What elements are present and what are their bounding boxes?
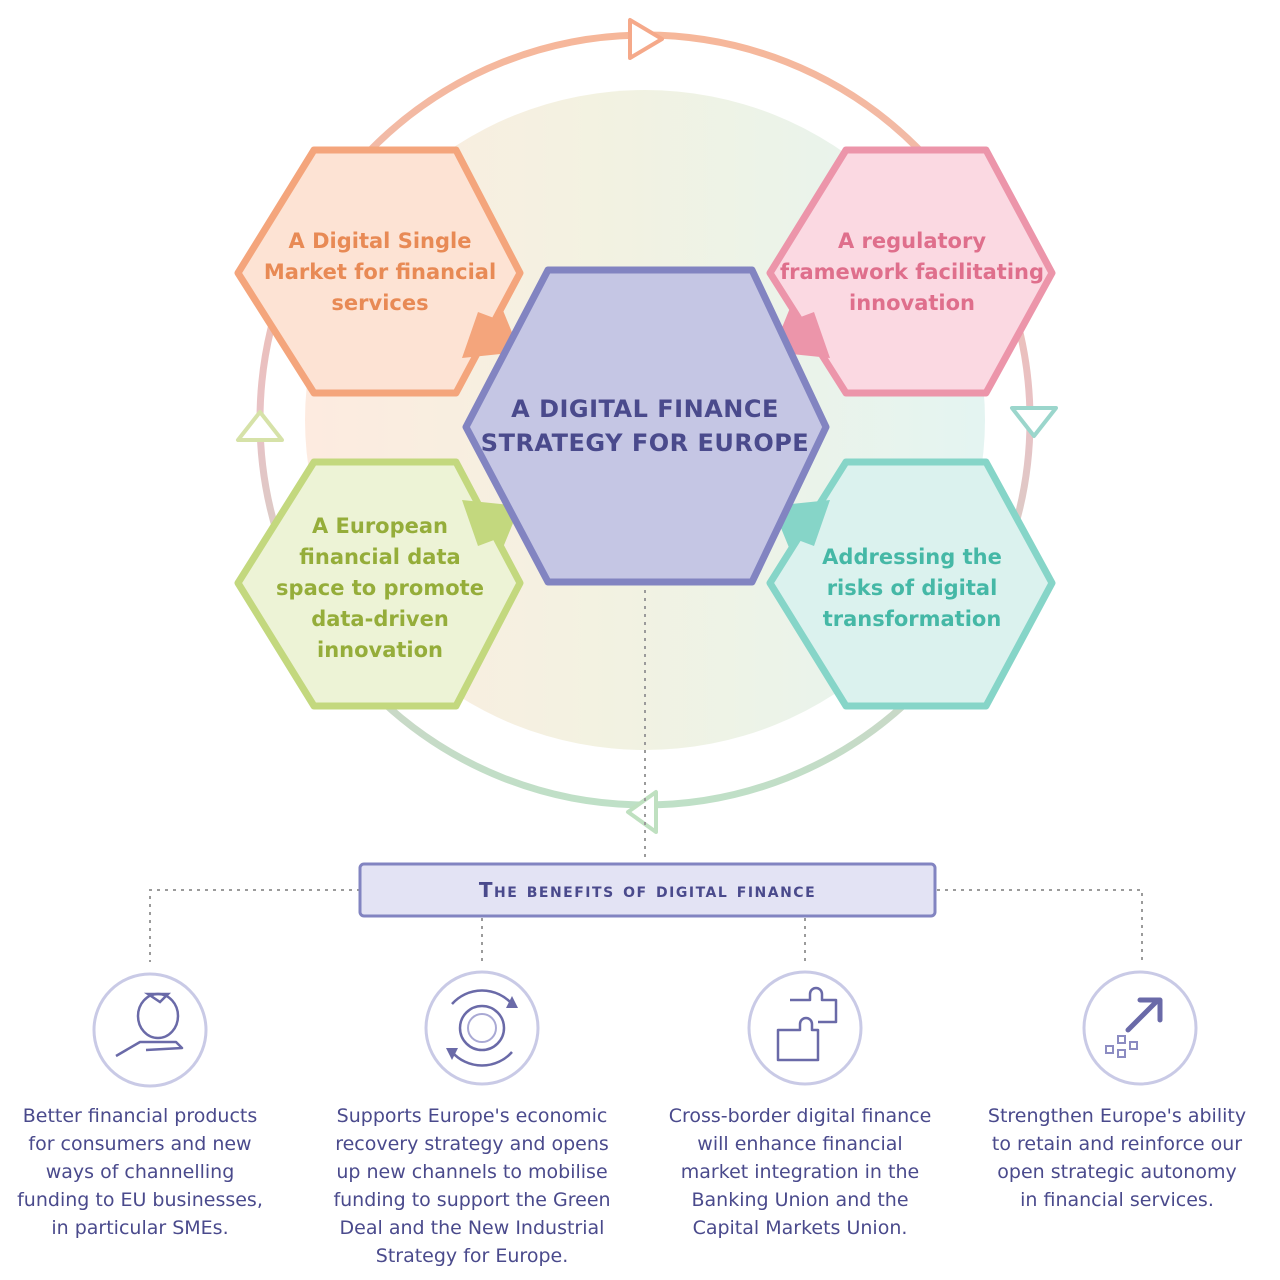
benefit-line: Capital Markets Union. — [692, 1217, 908, 1239]
center-title-line: A DIGITAL FINANCE — [511, 395, 779, 423]
pillar-label-line: innovation — [317, 638, 443, 662]
benefit-text-recovery: Supports Europe's economic recovery stra… — [317, 1102, 627, 1270]
pillar-label-line: A regulatory — [837, 229, 987, 253]
pillar-hex-regulatory-framework — [766, 146, 1056, 397]
pillar-label-line: financial data — [299, 545, 461, 569]
ring-arrow-bottom — [626, 790, 658, 834]
pillar-label-line: data-driven — [311, 607, 449, 631]
benefit-line: funding to EU businesses, — [17, 1189, 263, 1211]
pillar-label-line: risks of digital — [826, 576, 998, 600]
benefit-line: Strengthen Europe's ability — [987, 1105, 1247, 1127]
benefit-line: recovery strategy and opens — [335, 1133, 609, 1155]
benefits-title-box — [358, 862, 937, 918]
pillar-label-line: framework facilitating — [779, 260, 1045, 284]
benefit-text-consumers: Better financial products for consumers … — [0, 1102, 295, 1242]
puzzle-pieces-icon — [747, 970, 863, 1086]
pillar-label-line: space to promote — [276, 576, 484, 600]
benefit-line: funding to support the Green — [333, 1189, 611, 1211]
money-bag-hand-icon — [92, 972, 208, 1088]
benefit-line: Better financial products — [22, 1105, 258, 1127]
pillar-label-regulatory-framework: A regulatory framework facilitating inno… — [772, 226, 1052, 319]
pillar-label-line: Market for financial — [263, 260, 497, 284]
pillar-label-line: A Digital Single — [288, 229, 472, 253]
benefit-line: to retain and reinforce our — [991, 1133, 1243, 1155]
benefit-line: in financial services. — [1020, 1189, 1214, 1211]
pillar-hex-european-data-space — [234, 458, 524, 710]
benefit-line: ways of channelling — [45, 1161, 235, 1183]
center-title-line: STRATEGY FOR EUROPE — [480, 429, 810, 457]
pillar-label-european-data-space: A European financial data space to promo… — [250, 511, 510, 666]
pillar-label-line: transformation — [822, 607, 1002, 631]
pillar-label-line: innovation — [849, 291, 975, 315]
benefit-line: up new channels to mobilise — [336, 1161, 608, 1183]
growth-arrow-icon — [1082, 970, 1198, 1086]
ring-arrow-top — [628, 18, 664, 60]
center-title: A DIGITAL FINANCE STRATEGY FOR EUROPE — [470, 392, 820, 460]
benefit-line: market integration in the — [680, 1161, 920, 1183]
benefit-text-integration: Cross-border digital finance will enhanc… — [645, 1102, 955, 1242]
benefit-connector-right — [937, 889, 1143, 962]
pillar-label-line: services — [331, 291, 429, 315]
benefit-connector-left — [149, 889, 360, 962]
benefit-line: Cross-border digital finance — [668, 1105, 932, 1127]
benefit-line: open strategic autonomy — [997, 1161, 1237, 1183]
center-hex — [462, 266, 830, 586]
pillar-label-line: A European — [311, 514, 449, 538]
pillar-label-digital-risks: Addressing the risks of digital transfor… — [782, 542, 1042, 635]
benefit-line: Supports Europe's economic — [336, 1105, 608, 1127]
pillar-hex-digital-single-market — [234, 146, 524, 397]
pillar-hex-digital-risks — [766, 458, 1056, 710]
benefit-line: for consumers and new — [28, 1133, 252, 1155]
benefit-line: Strategy for Europe. — [375, 1245, 569, 1267]
benefits-title: The benefits of digital finance — [478, 878, 817, 902]
ring-arrow-right — [1010, 406, 1058, 438]
benefit-line: Deal and the New Industrial — [339, 1217, 605, 1239]
pillar-label-digital-single-market: A Digital Single Market for financial se… — [250, 226, 510, 319]
benefit-line: will enhance financial — [697, 1133, 903, 1155]
ring-arrow-left — [236, 410, 284, 442]
benefit-line: Banking Union and the — [691, 1189, 909, 1211]
recovery-cycle-icon — [424, 970, 540, 1086]
benefit-line: in particular SMEs. — [51, 1217, 229, 1239]
pillar-label-line: Addressing the — [822, 545, 1002, 569]
benefit-text-autonomy: Strengthen Europe's ability to retain an… — [962, 1102, 1272, 1214]
connector-arrow-green — [462, 500, 520, 550]
